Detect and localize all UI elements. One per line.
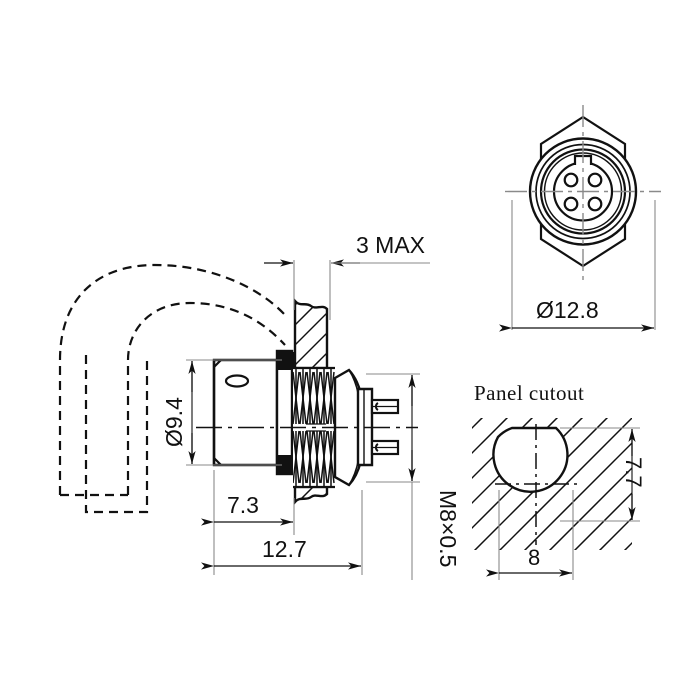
dimension-12-7: 12.7 — [201, 490, 363, 575]
connector-flange — [275, 349, 294, 476]
pin-2 — [587, 172, 603, 188]
side-section-view: 3 MAX Ø9.4 7.3 12.7 — [58, 232, 461, 580]
dimension-thread-spec: M8×0.5 — [366, 373, 461, 580]
keyway-slot-icon — [224, 374, 250, 388]
dimension-7-7-label: 7.7 — [621, 457, 646, 488]
dimension-diameter-12-8-label: Ø12.8 — [536, 297, 599, 323]
dimension-7-3: 7.3 — [201, 470, 295, 535]
dimension-7-3-label: 7.3 — [227, 492, 259, 518]
panel-cutout-heading: Panel cutout — [474, 381, 584, 405]
solder-terminals — [370, 398, 400, 456]
pin-1 — [563, 172, 579, 188]
pin-3 — [563, 196, 579, 212]
dimension-12-7-label: 12.7 — [262, 536, 307, 562]
mating-connector-phantom — [58, 263, 286, 514]
dimension-cutout-width: 8 — [486, 490, 574, 580]
pin-4 — [587, 196, 603, 212]
hex-nut-side — [333, 368, 366, 487]
connector-barrel — [212, 358, 279, 467]
dimension-3-max-label: 3 MAX — [356, 232, 425, 258]
cutout-profile — [492, 426, 569, 493]
dimension-panel-thickness: 3 MAX — [264, 232, 430, 320]
dimension-m8x05-label: M8×0.5 — [435, 490, 461, 567]
dimension-8-label: 8 — [528, 545, 540, 570]
front-face-view: Ø12.8 — [499, 105, 661, 332]
dimension-nut-diameter: Ø12.8 — [499, 200, 656, 332]
panel-cutout-view: Panel cutout — [472, 381, 646, 580]
cutout-hatching — [472, 418, 632, 550]
dimension-cutout-height: 7.7 — [560, 427, 646, 522]
dimension-body-diameter: Ø9.4 — [161, 359, 282, 466]
gasket-top — [278, 352, 294, 370]
gasket-bottom — [278, 455, 294, 473]
dimension-diameter-9-4-label: Ø9.4 — [161, 397, 187, 447]
